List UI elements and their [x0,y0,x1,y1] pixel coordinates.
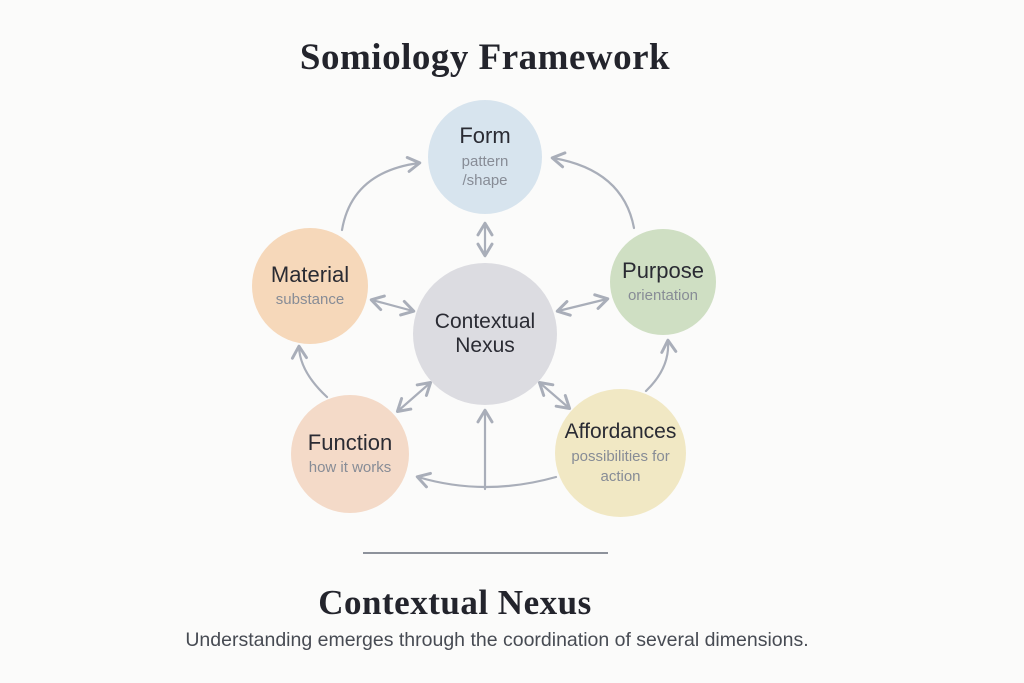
node-purpose-sublabel: orientation [627,287,699,305]
node-function: Function how it works [291,395,409,513]
node-affordances: Affordances possibilities for action [555,389,686,517]
node-affordances-label: Affordances [564,419,677,443]
arrow-function-material [290,344,329,399]
node-material-label: Material [270,262,350,288]
footer-heading: Contextual Nexus [318,583,592,622]
arrow-center-material [369,294,416,317]
diagram-title: Somiology Framework [299,37,671,78]
node-purpose-label: Purpose [622,258,704,284]
arrow-purpose-form [550,151,636,230]
arrow-affordances-purpose [644,338,678,393]
node-form-sublabel: pattern /shape [461,152,509,190]
node-contextual-nexus-label: Contextual Nexus [434,309,536,357]
node-affordances-sublabel: possibilities for action [571,448,670,485]
arrow-center-function [395,381,433,413]
node-material-sublabel: substance [275,291,345,309]
node-function-label: Function [307,430,393,456]
node-form: Form pattern /shape [428,100,542,214]
node-purpose: Purpose orientation [610,229,716,335]
footer-description: Understanding emerges through the coordi… [185,629,809,651]
node-form-label: Form [459,123,511,149]
node-contextual-nexus: Contextual Nexus [413,263,557,405]
footer-divider [363,552,608,554]
node-material: Material substance [252,228,368,344]
arrow-affordances-function [415,471,558,489]
arrow-center-affordances [537,381,572,410]
arrow-center-purpose [555,293,610,317]
node-function-sublabel: how it works [308,459,392,477]
arrow-material-form [340,156,422,232]
